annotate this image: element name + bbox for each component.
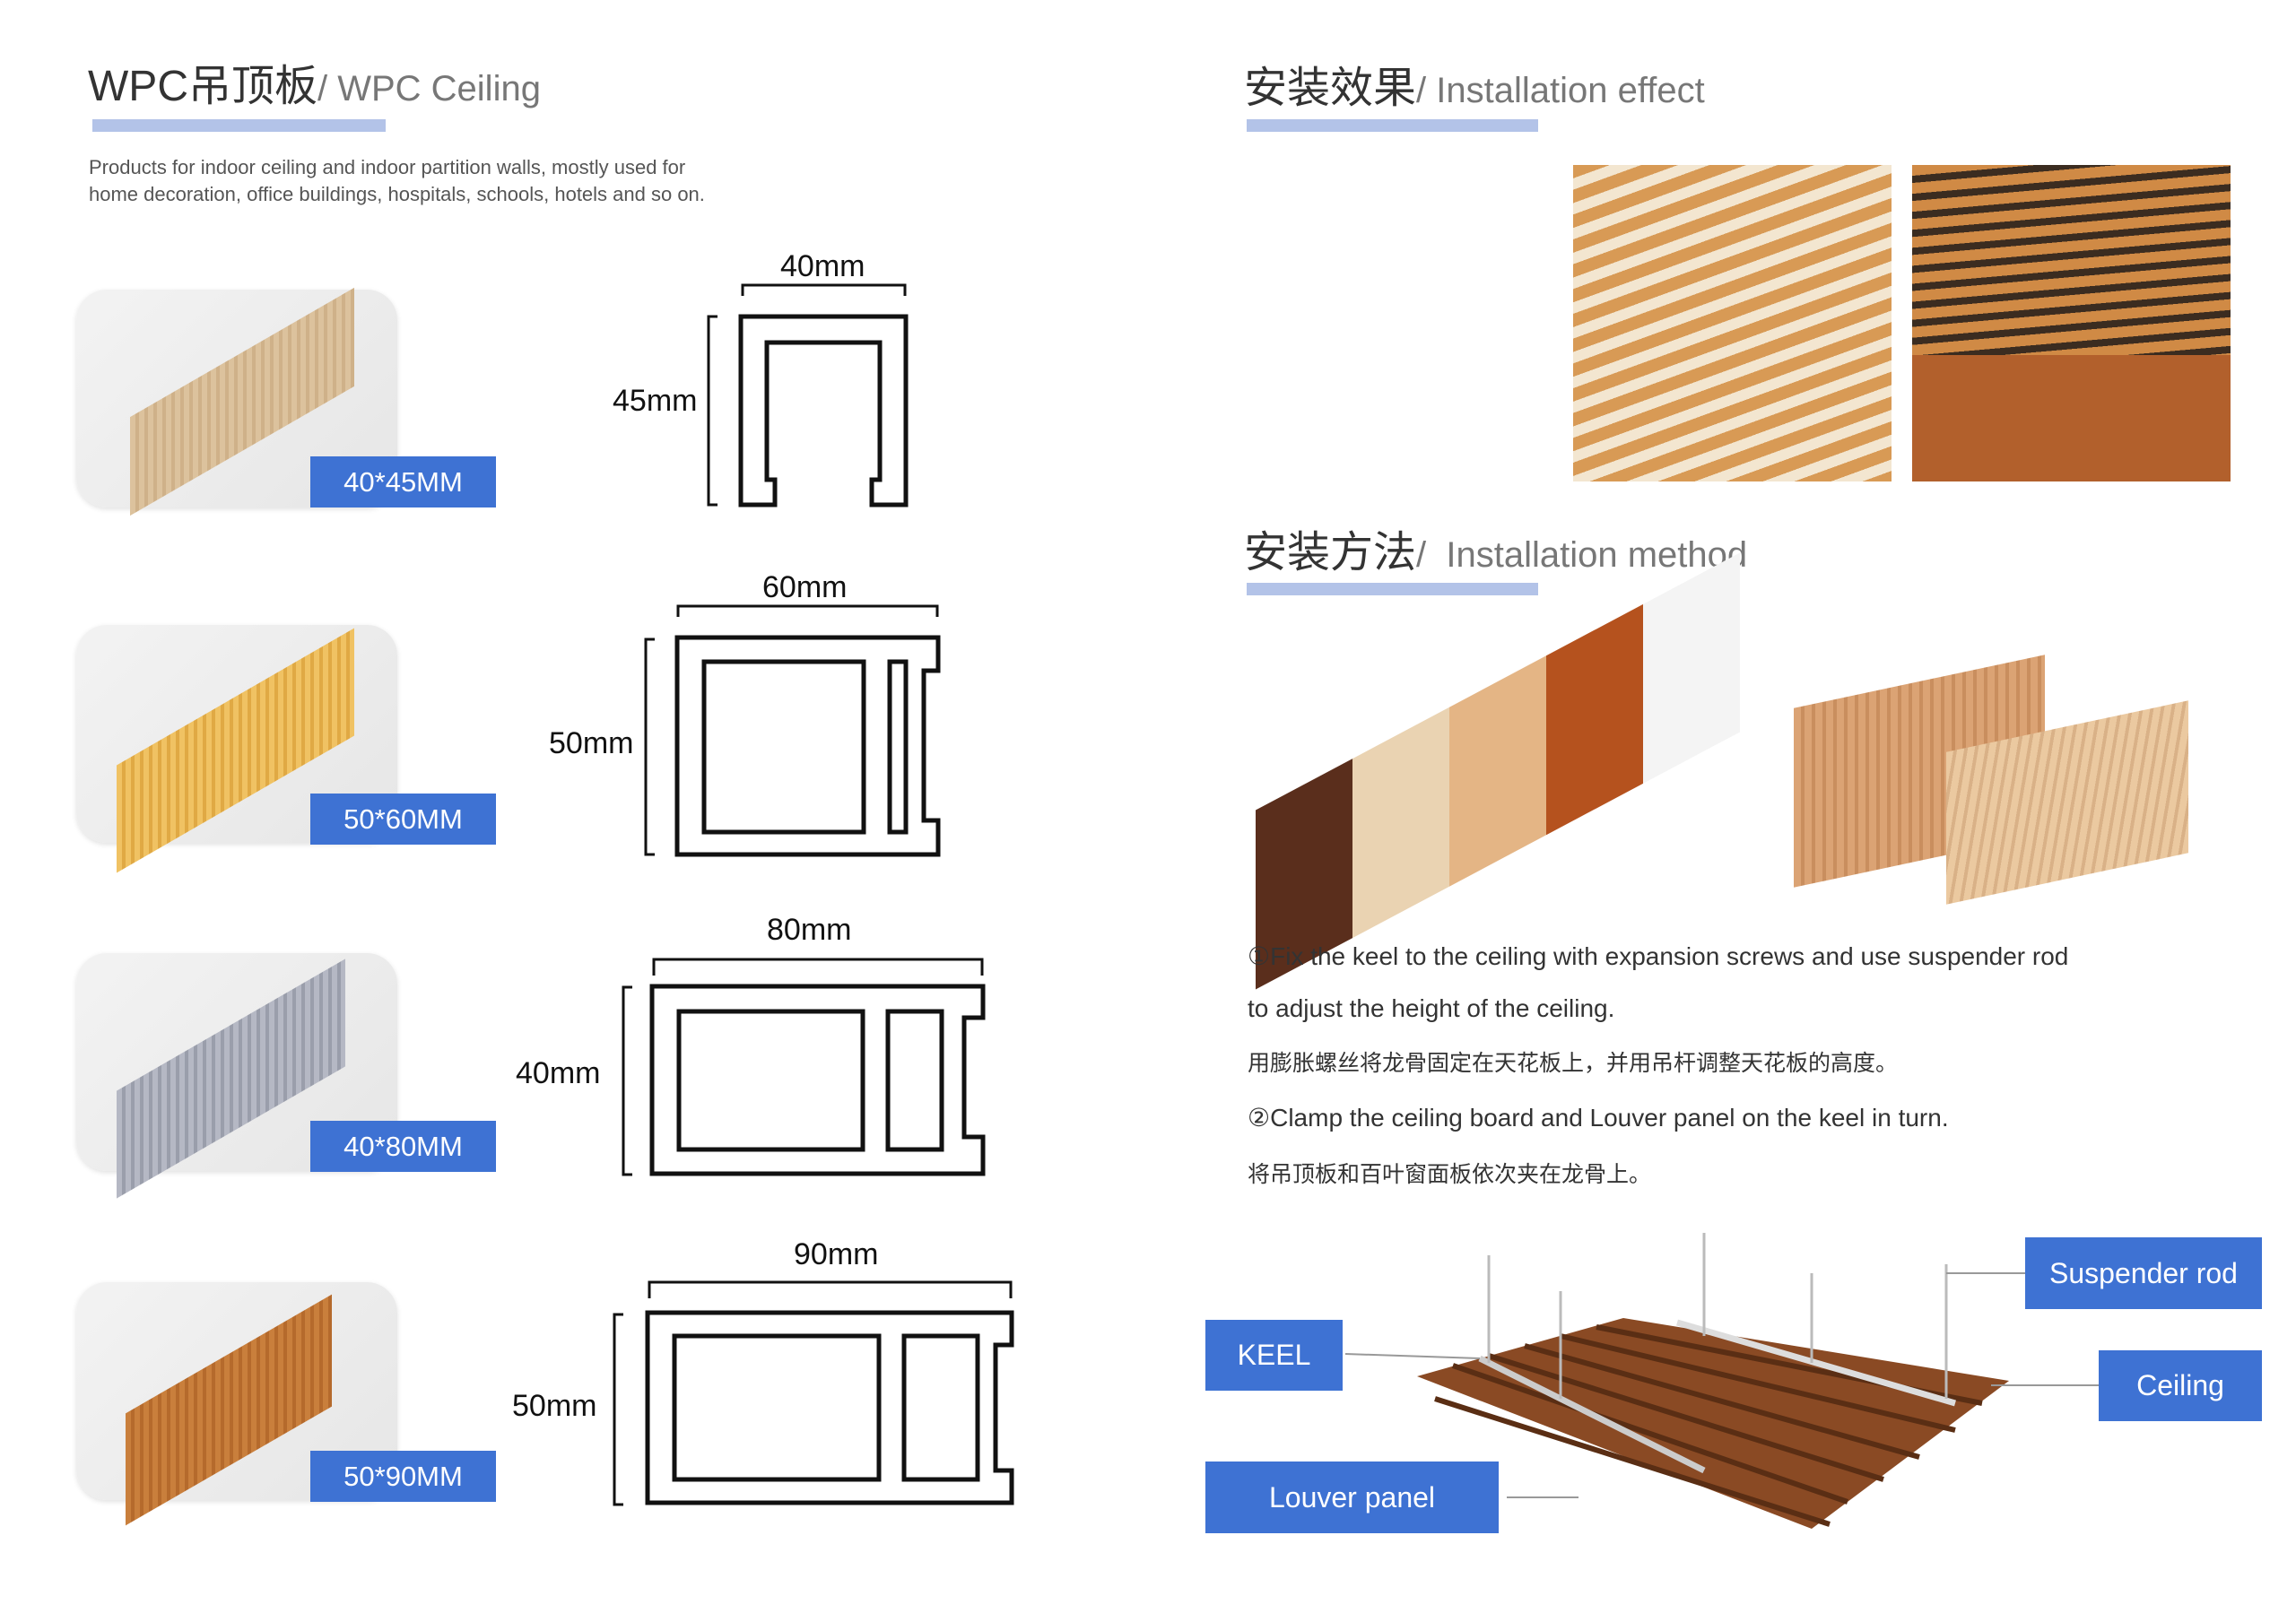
dim-width: 60mm: [762, 570, 848, 604]
title-cn: WPC吊顶板: [88, 63, 317, 110]
label-louver-panel: Louver panel: [1205, 1462, 1499, 1533]
title-en: / Installation effect: [1416, 71, 1705, 110]
title-underline: [92, 119, 386, 132]
title-cn: 安装方法: [1244, 529, 1417, 577]
section-title-installation-effect: 安装效果/ Installation effect: [1244, 52, 1705, 115]
size-tag: 50*90MM: [310, 1451, 496, 1502]
step-1-text: ①Fix the keel to the ceiling with expans…: [1248, 942, 2069, 970]
title-underline: [1247, 119, 1538, 132]
dim-height: 45mm: [613, 384, 698, 418]
step-2-text-cn: 将吊顶板和百叶窗面板依次夹在龙骨上。: [1248, 1162, 1652, 1187]
cross-section-diagrams: [613, 283, 1014, 1506]
dim-width: 80mm: [767, 913, 852, 947]
label-suspender-rod: Suspender rod: [2025, 1237, 2262, 1309]
section-50x90: [613, 1280, 1014, 1506]
section-40x45: [707, 283, 909, 507]
installation-photo-ceiling-close: [1912, 165, 2231, 481]
dim-height: 50mm: [549, 726, 634, 760]
section-40x80: [622, 958, 986, 1176]
section-50x60: [644, 604, 941, 857]
installation-photo-ceiling-slats: [1573, 165, 1892, 481]
size-tag: 40*45MM: [310, 456, 496, 507]
section-title-installation-method: 安装方法/ Installation method: [1244, 516, 1747, 579]
size-tag: 40*80MM: [310, 1121, 496, 1172]
installation-photo-lobby: [1235, 165, 1553, 481]
section-title-wpc-ceiling: WPC吊顶板/ WPC Ceiling: [88, 50, 541, 113]
label-keel: KEEL: [1205, 1320, 1343, 1391]
label-ceiling: Ceiling: [2099, 1350, 2262, 1421]
step-1-text-cn: 用膨胀螺丝将龙骨固定在天花板上，并用吊杆调整天花板的高度。: [1248, 1051, 1899, 1076]
title-cn: 安装效果: [1244, 65, 1417, 112]
step-2-text: ②Clamp the ceiling board and Louver pane…: [1248, 1104, 1949, 1132]
dim-height: 40mm: [516, 1056, 601, 1090]
title-en: / Installation method: [1416, 535, 1748, 575]
description-line: home decoration, office buildings, hospi…: [89, 183, 705, 205]
dim-width: 40mm: [780, 249, 865, 283]
color-samples-image: [1256, 552, 1740, 990]
assembly-diagram: [1344, 1233, 2099, 1529]
title-en: / WPC Ceiling: [317, 69, 541, 108]
description-line: Products for indoor ceiling and indoor p…: [89, 156, 686, 178]
title-underline: [1247, 583, 1538, 595]
step-1-text-cont: to adjust the height of the ceiling.: [1248, 994, 1615, 1022]
dim-width: 90mm: [794, 1237, 879, 1271]
size-tag: 50*60MM: [310, 794, 496, 845]
dim-height: 50mm: [512, 1389, 597, 1423]
description: Products for indoor ceiling and indoor p…: [89, 154, 806, 208]
